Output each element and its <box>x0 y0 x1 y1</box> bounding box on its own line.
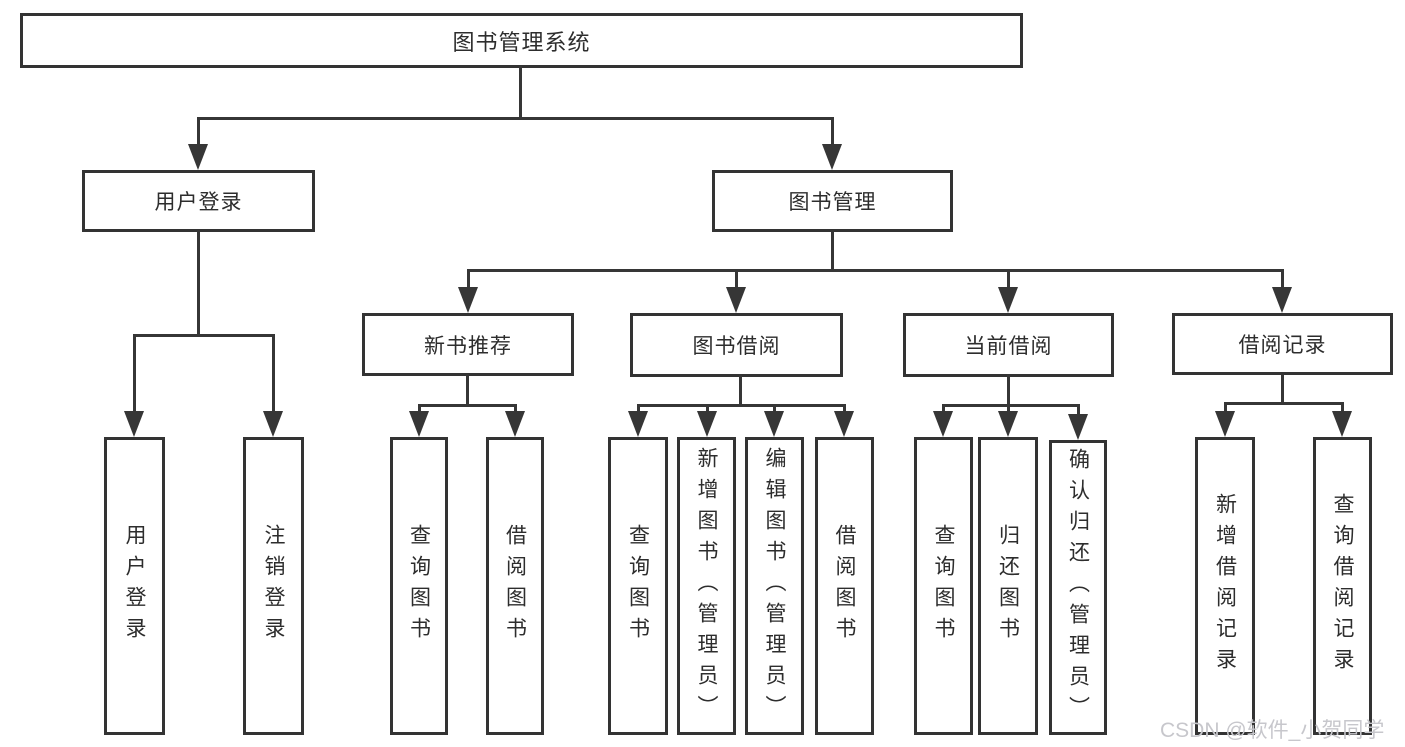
node-label: 图书借阅 <box>692 335 781 358</box>
arrow-down-icon <box>505 411 525 437</box>
connector-line <box>466 374 469 407</box>
connector-line <box>739 374 742 407</box>
leaf-user-login: 用户登录 <box>104 437 165 735</box>
connector-line <box>418 404 517 407</box>
connector-line <box>1007 374 1010 407</box>
leaf-borrow-book: 借阅图书 <box>486 437 544 735</box>
leaf-add-borrow-record: 新增借阅记录 <box>1195 437 1255 735</box>
node-label: 新书推荐 <box>424 334 512 358</box>
node-label: 借阅图书 <box>503 524 527 648</box>
connector-line <box>637 404 640 414</box>
connector-line <box>197 117 834 120</box>
node-label: 新增图书（管理员） <box>695 446 718 726</box>
arrow-down-icon <box>1068 414 1088 440</box>
arrow-down-icon <box>1215 411 1235 437</box>
connector-line <box>514 404 517 414</box>
connector-line <box>637 404 846 407</box>
arrow-down-icon <box>834 411 854 437</box>
arrow-down-icon <box>188 144 208 170</box>
arrow-down-icon <box>124 411 144 437</box>
connector-line <box>942 404 1080 407</box>
csdn-watermark: CSDN @软件_小贺同学 <box>1160 719 1385 742</box>
arrow-down-icon <box>697 411 717 437</box>
leaf-confirm-return-admin: 确认归还（管理员） <box>1049 440 1107 735</box>
connector-line <box>467 269 470 291</box>
connector-line <box>942 404 945 414</box>
arrow-down-icon <box>458 287 478 313</box>
arrow-down-icon <box>998 287 1018 313</box>
leaf-return-book: 归还图书 <box>978 437 1038 735</box>
node-new-book-recommend: 新书推荐 <box>362 313 574 376</box>
leaf-logout: 注销登录 <box>243 437 304 735</box>
connector-line <box>1077 404 1080 417</box>
connector-line <box>197 117 200 147</box>
node-user-login: 用户登录 <box>82 170 315 232</box>
arrow-down-icon <box>1272 287 1292 313</box>
node-label: 查询图书 <box>626 524 650 648</box>
leaf-query-book: 查询图书 <box>914 437 973 735</box>
arrow-down-icon <box>933 411 953 437</box>
node-label: 用户登录 <box>123 524 146 648</box>
arrow-down-icon <box>726 287 746 313</box>
node-label: 图书管理系统 <box>452 29 591 55</box>
node-label: 查询借阅记录 <box>1331 493 1354 679</box>
connector-line <box>1224 402 1344 405</box>
node-current-borrow: 当前借阅 <box>903 313 1114 377</box>
connector-line <box>843 404 846 414</box>
connector-line <box>197 230 200 336</box>
connector-line <box>519 66 522 119</box>
node-book-borrow: 图书借阅 <box>630 313 843 377</box>
node-label: 新增借阅记录 <box>1213 493 1237 679</box>
connector-line <box>272 334 275 414</box>
connector-line <box>1007 404 1010 414</box>
leaf-query-borrow-record: 查询借阅记录 <box>1313 437 1372 735</box>
connector-line <box>735 269 738 291</box>
node-label: 归还图书 <box>996 524 1020 648</box>
connector-line <box>773 404 776 414</box>
node-book-management: 图书管理 <box>712 170 953 232</box>
node-label: 用户登录 <box>154 191 243 214</box>
arrow-down-icon <box>409 411 429 437</box>
leaf-query-book: 查询图书 <box>390 437 448 735</box>
leaf-query-book: 查询图书 <box>608 437 668 735</box>
arrow-down-icon <box>998 411 1018 437</box>
arrow-down-icon <box>822 144 842 170</box>
leaf-borrow-book: 借阅图书 <box>815 437 874 735</box>
node-label: 编辑图书（管理员） <box>763 446 786 726</box>
node-label: 图书管理 <box>788 191 877 214</box>
node-label: 借阅记录 <box>1238 334 1327 357</box>
arrow-down-icon <box>1332 411 1352 437</box>
connector-line <box>1007 269 1010 291</box>
connector-line <box>133 334 136 414</box>
connector-line <box>418 404 421 414</box>
connector-line <box>133 334 275 337</box>
connector-line <box>831 230 834 272</box>
connector-line <box>831 117 834 147</box>
node-borrow-record: 借阅记录 <box>1172 313 1393 375</box>
arrow-down-icon <box>764 411 784 437</box>
node-label: 当前借阅 <box>964 335 1053 358</box>
node-label: 借阅图书 <box>833 524 856 648</box>
connector-line <box>1224 402 1227 414</box>
arrow-down-icon <box>263 411 283 437</box>
node-label: 注销登录 <box>262 524 285 648</box>
connector-line <box>1281 374 1284 405</box>
node-label: 查询图书 <box>932 524 955 648</box>
node-label: 查询图书 <box>407 524 431 648</box>
arrow-down-icon <box>628 411 648 437</box>
node-root-library-system: 图书管理系统 <box>20 13 1023 68</box>
leaf-add-book-admin: 新增图书（管理员） <box>677 437 736 735</box>
node-label: 确认归还（管理员） <box>1066 448 1090 727</box>
connector-line <box>706 404 709 414</box>
connector-line <box>1341 402 1344 414</box>
connector-line <box>1281 269 1284 291</box>
leaf-edit-book-admin: 编辑图书（管理员） <box>745 437 804 735</box>
connector-line <box>467 269 1284 272</box>
